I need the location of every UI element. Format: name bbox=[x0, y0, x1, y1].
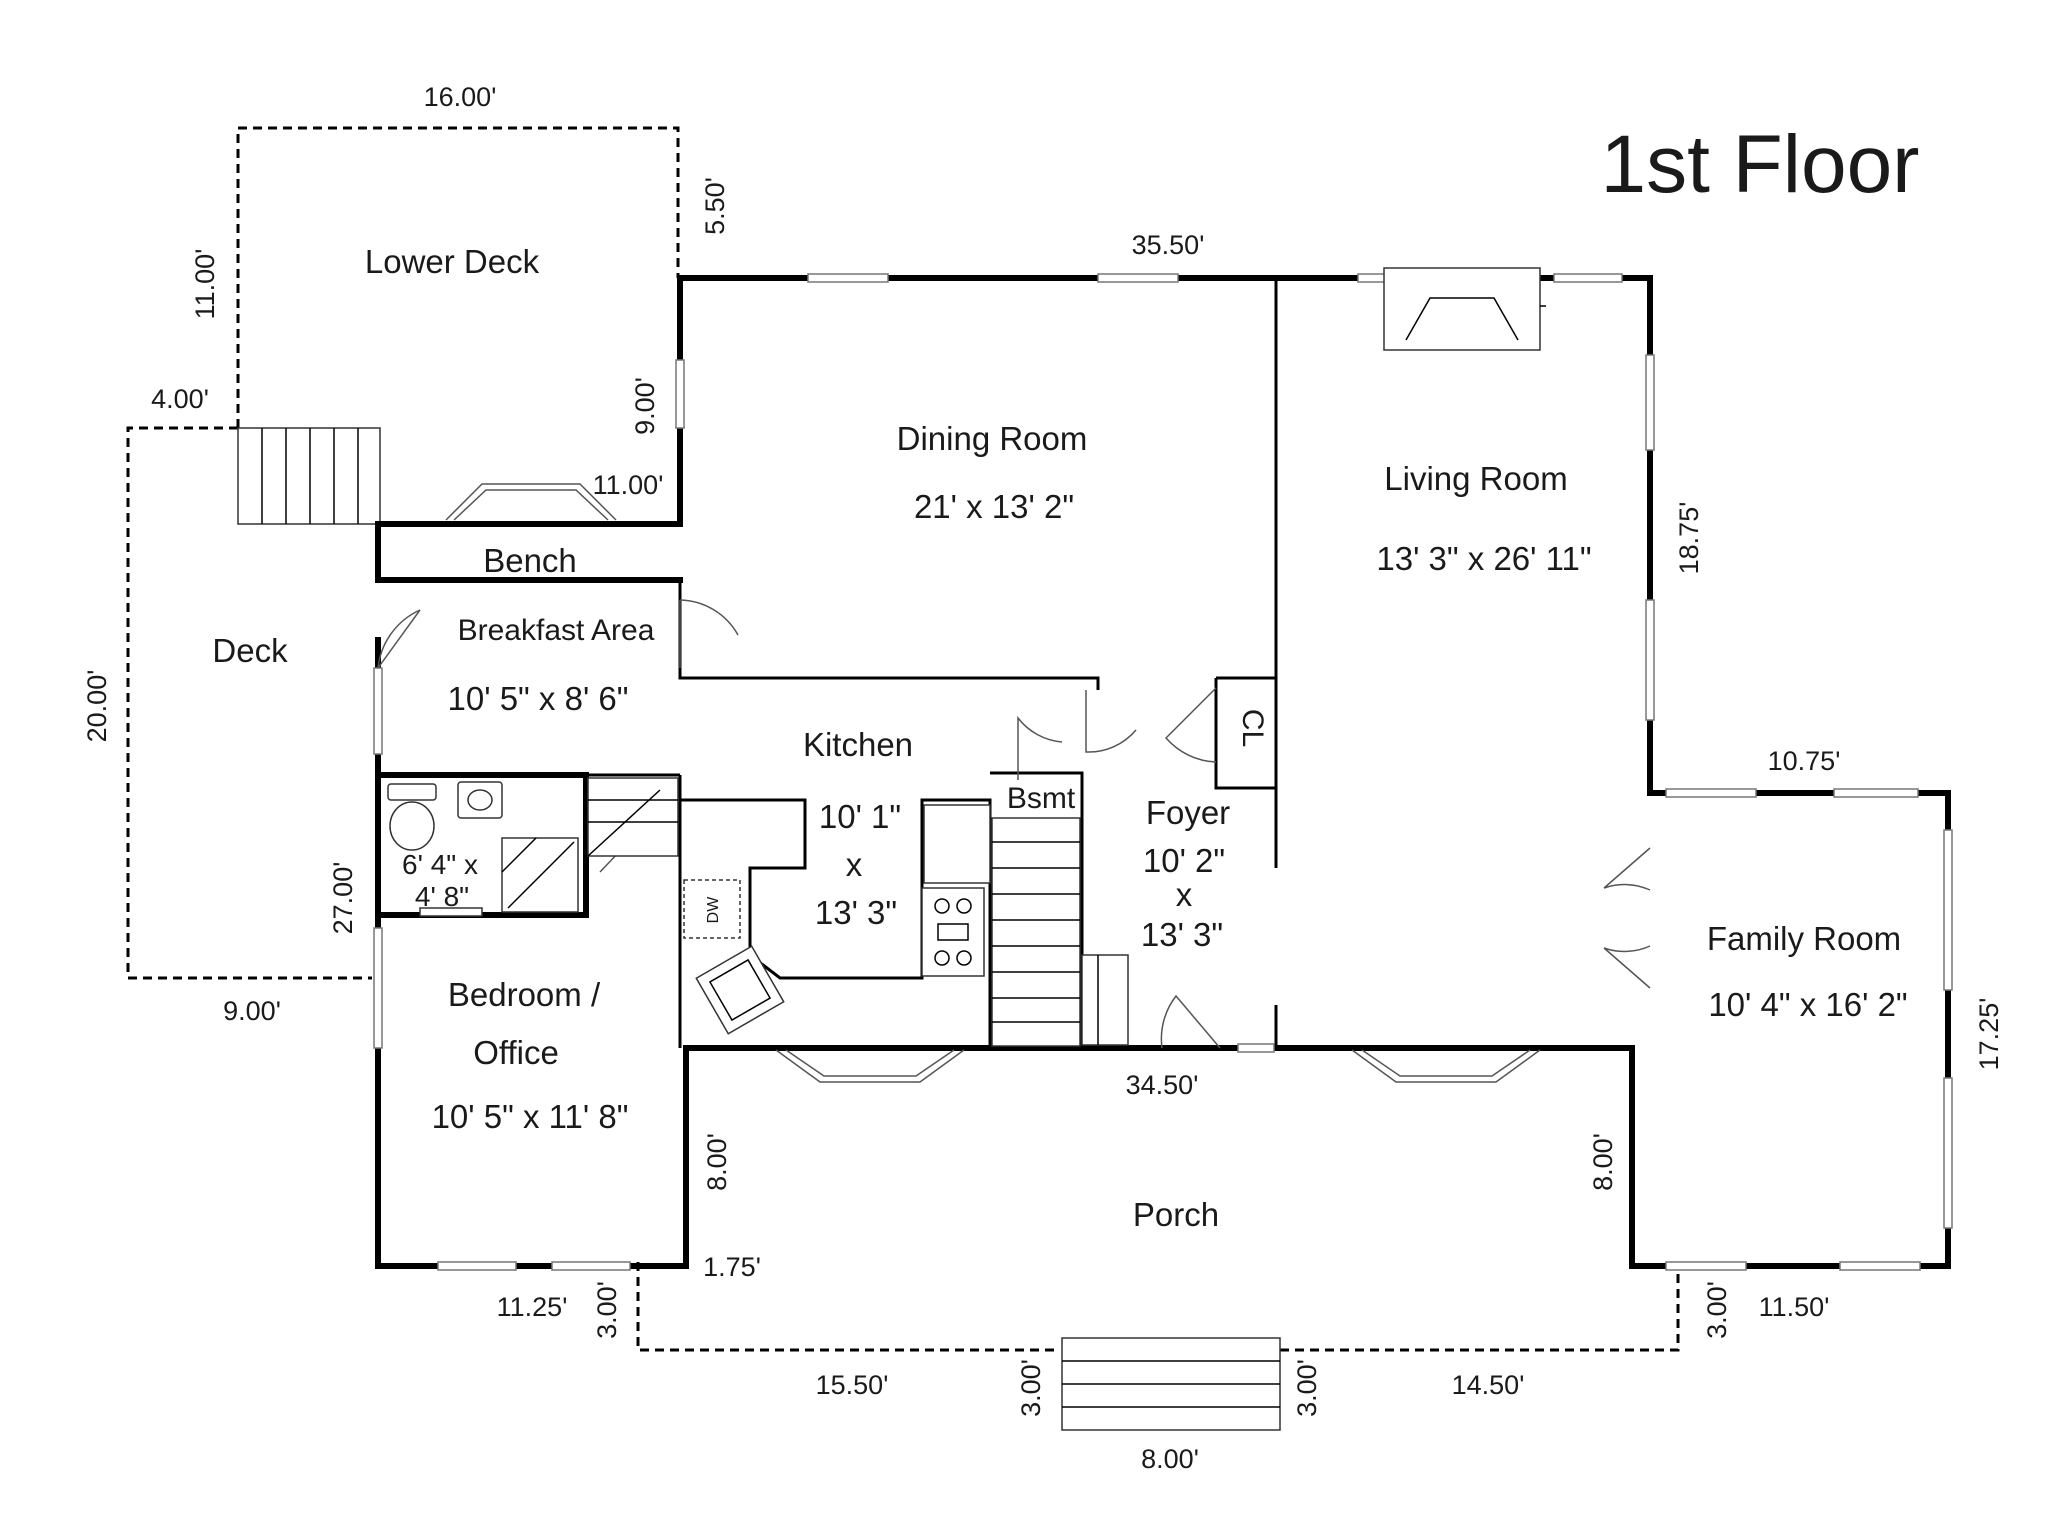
dim-porch-15-50: 15.50' bbox=[816, 1370, 889, 1400]
bathroom-fixtures bbox=[387, 781, 579, 917]
dim-deck-20-00: 20.00' bbox=[82, 670, 112, 743]
label-dishwasher: DW bbox=[705, 896, 722, 924]
label-deck: Deck bbox=[212, 632, 288, 669]
label-foyer-dim2: 13' 3" bbox=[1141, 916, 1223, 953]
label-lower-deck: Lower Deck bbox=[365, 243, 540, 280]
windows bbox=[373, 273, 1953, 1271]
deck-outlines bbox=[126, 126, 1680, 1352]
label-foyer: Foyer bbox=[1146, 794, 1230, 831]
dim-family-17-25: 17.25' bbox=[1974, 998, 2004, 1071]
label-kitchen: Kitchen bbox=[803, 726, 913, 763]
label-bedroom: Bedroom / bbox=[448, 976, 601, 1013]
dim-porch-right-3-00: 3.00' bbox=[1702, 1281, 1732, 1339]
dim-wall-11-00: 11.00' bbox=[593, 470, 664, 500]
label-breakfast-area: Breakfast Area bbox=[458, 614, 655, 647]
dim-porch-left-8-00: 8.00' bbox=[702, 1133, 732, 1191]
deck-stairs bbox=[237, 427, 381, 525]
label-dining-room: Dining Room bbox=[897, 420, 1088, 457]
label-kitchen-dim1: 10' 1" bbox=[819, 798, 901, 835]
dim-steps-8-00: 8.00' bbox=[1141, 1444, 1199, 1474]
porch-steps bbox=[1061, 1337, 1281, 1431]
label-closet: CL bbox=[1236, 709, 1269, 747]
dimension-labels: 16.00' 11.00' 5.50' 35.50' 4.00' 9.00' 1… bbox=[82, 82, 2004, 1474]
label-living-dim: 13' 3" x 26' 11" bbox=[1376, 540, 1591, 577]
dim-lower-deck-width: 16.00' bbox=[424, 82, 497, 112]
dim-wall-9-00: 9.00' bbox=[630, 377, 660, 435]
dim-side-27-00: 27.00' bbox=[328, 862, 358, 935]
label-family-room: Family Room bbox=[1707, 920, 1901, 957]
dim-deck-4-00: 4.00' bbox=[151, 384, 209, 414]
label-office: Office bbox=[473, 1034, 559, 1071]
deck-outline bbox=[126, 426, 372, 980]
stair-small bbox=[587, 777, 679, 857]
label-dining-dim: 21' x 13' 2" bbox=[914, 488, 1074, 525]
porch-outline bbox=[636, 1262, 1680, 1352]
label-porch: Porch bbox=[1133, 1196, 1219, 1233]
label-family-dim: 10' 4" x 16' 2" bbox=[1708, 986, 1907, 1023]
label-foyer-x: x bbox=[1176, 876, 1193, 913]
dim-front-34-50: 34.50' bbox=[1126, 1070, 1199, 1100]
label-living-room: Living Room bbox=[1384, 460, 1567, 497]
dim-offset-5-50: 5.50' bbox=[700, 177, 730, 235]
label-kitchen-dim2: 13' 3" bbox=[815, 894, 897, 931]
dim-steps-right-3-00: 3.00' bbox=[1292, 1359, 1322, 1417]
dim-offset-1-75: 1.75' bbox=[703, 1252, 761, 1282]
dim-top-35-50: 35.50' bbox=[1132, 230, 1205, 260]
kitchen-fixtures bbox=[683, 804, 991, 1035]
label-bench: Bench bbox=[483, 542, 577, 579]
fireplace-icon bbox=[1383, 267, 1546, 351]
dim-lower-deck-depth: 11.00' bbox=[190, 249, 220, 320]
label-foyer-dim1: 10' 2" bbox=[1143, 842, 1225, 879]
label-kitchen-x: x bbox=[846, 846, 863, 883]
label-bath-dim1: 6' 4" x bbox=[402, 849, 478, 880]
dim-steps-left-3-00: 3.00' bbox=[1016, 1359, 1046, 1417]
dim-family-11-50: 11.50' bbox=[1759, 1292, 1830, 1322]
dim-family-10-75: 10.75' bbox=[1768, 746, 1841, 776]
dim-porch-right-8-00: 8.00' bbox=[1588, 1133, 1618, 1191]
dim-living-18-75: 18.75' bbox=[1674, 502, 1704, 575]
basement-stairs bbox=[991, 817, 1129, 1047]
dim-deck-9-00: 9.00' bbox=[223, 996, 281, 1026]
dim-porch-left-3-00: 3.00' bbox=[592, 1281, 622, 1339]
room-labels: Lower Deck Deck Bench Breakfast Area 10'… bbox=[212, 243, 1907, 1233]
dim-bedroom-11-25: 11.25' bbox=[497, 1292, 568, 1322]
label-bsmt: Bsmt bbox=[1007, 782, 1076, 815]
plan-title: 1st Floor bbox=[1601, 119, 1920, 210]
lower-deck-outline bbox=[236, 126, 680, 428]
label-bath-dim2: 4' 8" bbox=[415, 881, 469, 912]
label-bedroom-dim: 10' 5" x 11' 8" bbox=[432, 1098, 629, 1135]
label-breakfast-dim: 10' 5" x 8' 6" bbox=[448, 680, 629, 717]
dim-porch-14-50: 14.50' bbox=[1452, 1370, 1525, 1400]
